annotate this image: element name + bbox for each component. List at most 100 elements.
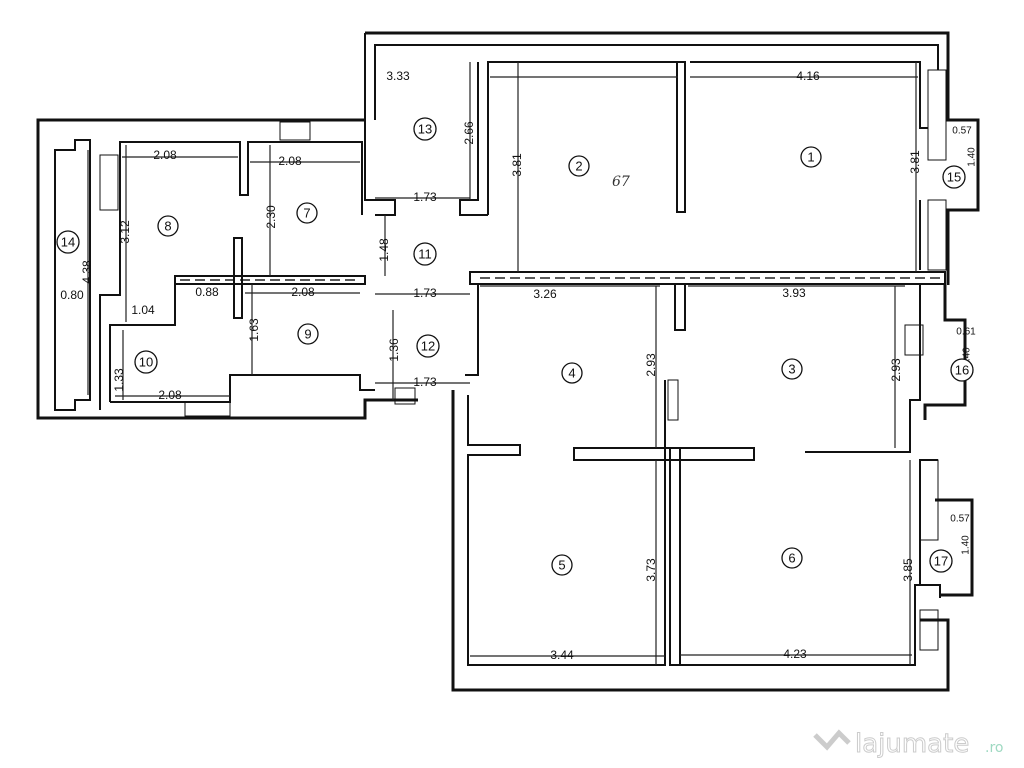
room-8: 8 [157, 215, 179, 237]
room-6-wall [680, 584, 941, 666]
stairs-top-left [279, 121, 311, 141]
room-5: 5 [551, 554, 573, 576]
rooms-9-10-wall [110, 374, 375, 403]
room-number: 15 [947, 170, 961, 185]
dim-label: 0.57 [952, 126, 972, 137]
stairs-room-3 [904, 324, 924, 356]
dim-label: 4.38 [80, 260, 94, 284]
dim-label: 3.73 [644, 558, 658, 582]
dimension-labels: 3.33 4.16 2.66 3.81 3.81 0.57 1.40 2.08 … [60, 69, 977, 662]
dim-label: 2.30 [264, 205, 278, 229]
stairs-room-6b [919, 609, 939, 651]
room-6: 6 [781, 547, 803, 569]
room-number: 4 [568, 366, 575, 381]
room-number: 8 [164, 219, 171, 234]
room-10: 10 [134, 350, 158, 374]
outer-wall-bottom [451, 390, 950, 692]
dim-label: 1.73 [413, 286, 437, 300]
dim-label: 1.63 [247, 318, 261, 342]
room-number: 5 [558, 558, 565, 573]
bay-16 [923, 285, 967, 420]
dim-label: 0.57 [950, 514, 970, 525]
room-9: 9 [297, 323, 319, 345]
dim-label: 0.80 [60, 288, 84, 302]
stairs-room-6 [919, 459, 939, 541]
dim-label: 3.33 [386, 69, 410, 83]
stairs-room-1 [927, 69, 947, 161]
wall-1-2 [676, 61, 686, 213]
room-4: 4 [561, 362, 583, 384]
wall-8-9 [233, 237, 243, 319]
room-2-wall [487, 61, 678, 215]
room-number: 17 [934, 554, 948, 569]
wall-3-4-top [674, 285, 686, 331]
dim-label: 3.85 [901, 558, 915, 582]
room-14-balcony [54, 139, 91, 411]
stairs-room-4 [667, 379, 679, 421]
dim-label: 0.61 [956, 327, 976, 338]
stairs-room-8 [99, 154, 119, 211]
watermark-suffix: .ro [985, 740, 1003, 756]
dim-label: 1.36 [387, 338, 401, 362]
room-number: 1 [807, 150, 814, 165]
wall-5-6 [669, 447, 681, 666]
dimension-lines [87, 62, 918, 665]
stairs [99, 69, 947, 651]
room-1-wall [690, 61, 928, 129]
dim-label: 1.33 [112, 368, 126, 392]
room-number: 14 [61, 235, 75, 250]
watermark-logo-icon [813, 729, 851, 751]
dim-label: 2.08 [278, 154, 302, 168]
rooms-7-8-wall [99, 141, 363, 410]
room-number: 3 [788, 362, 795, 377]
dim-label: 1.40 [967, 147, 978, 167]
room-17: 17 [929, 549, 953, 573]
rooms-4-5-wall [467, 380, 666, 666]
dim-label: 1.48 [377, 238, 391, 262]
stairs-room-10 [184, 401, 231, 417]
dim-label: 4.23 [783, 647, 807, 661]
room-number: 6 [788, 551, 795, 566]
dim-label: 3.26 [533, 287, 557, 301]
room-number: 16 [955, 363, 969, 378]
inner-wall-top [374, 44, 939, 120]
room-10-wall [109, 276, 176, 402]
room-11: 11 [413, 242, 437, 266]
room-12: 12 [416, 334, 440, 358]
dim-label: 2.93 [889, 358, 903, 382]
dim-label: 2.66 [462, 121, 476, 145]
dim-label: 3.44 [550, 648, 574, 662]
room-number: 10 [139, 355, 153, 370]
room-number: 7 [303, 206, 310, 221]
room-2: 2 [568, 155, 590, 177]
dim-label: 4.16 [796, 69, 820, 83]
room-3: 3 [781, 358, 803, 380]
room-1: 1 [800, 146, 822, 168]
dim-label: 0.88 [195, 285, 219, 299]
dim-label: 1.04 [131, 303, 155, 317]
dim-label: 2.08 [291, 285, 315, 299]
room-number: 9 [304, 327, 311, 342]
room-number: 2 [575, 159, 582, 174]
dim-label: 3.81 [510, 153, 524, 177]
room-number: 13 [418, 122, 432, 137]
room-15: 15 [942, 165, 966, 189]
stairs-room-12 [394, 387, 416, 405]
wall-4-5 [573, 447, 755, 461]
room-7: 7 [296, 202, 318, 224]
dim-label: 1.73 [413, 375, 437, 389]
room-number: 11 [418, 247, 432, 262]
walls [36, 31, 980, 692]
dim-label: 2.93 [644, 353, 658, 377]
dim-label: 2.08 [153, 148, 177, 162]
corridor-wall [469, 271, 946, 285]
watermark: lajumate .ro [813, 729, 1003, 760]
room-numbers: 1 2 3 4 5 6 7 8 9 10 11 12 13 14 15 16 1… [56, 117, 974, 576]
room-3-wall [805, 285, 921, 453]
dim-label: 1.40 [961, 535, 972, 555]
room-16: 16 [950, 358, 974, 382]
outer-wall-left [36, 118, 418, 420]
dim-label: 1.40 [962, 347, 973, 367]
dim-label: 3.93 [782, 286, 806, 300]
